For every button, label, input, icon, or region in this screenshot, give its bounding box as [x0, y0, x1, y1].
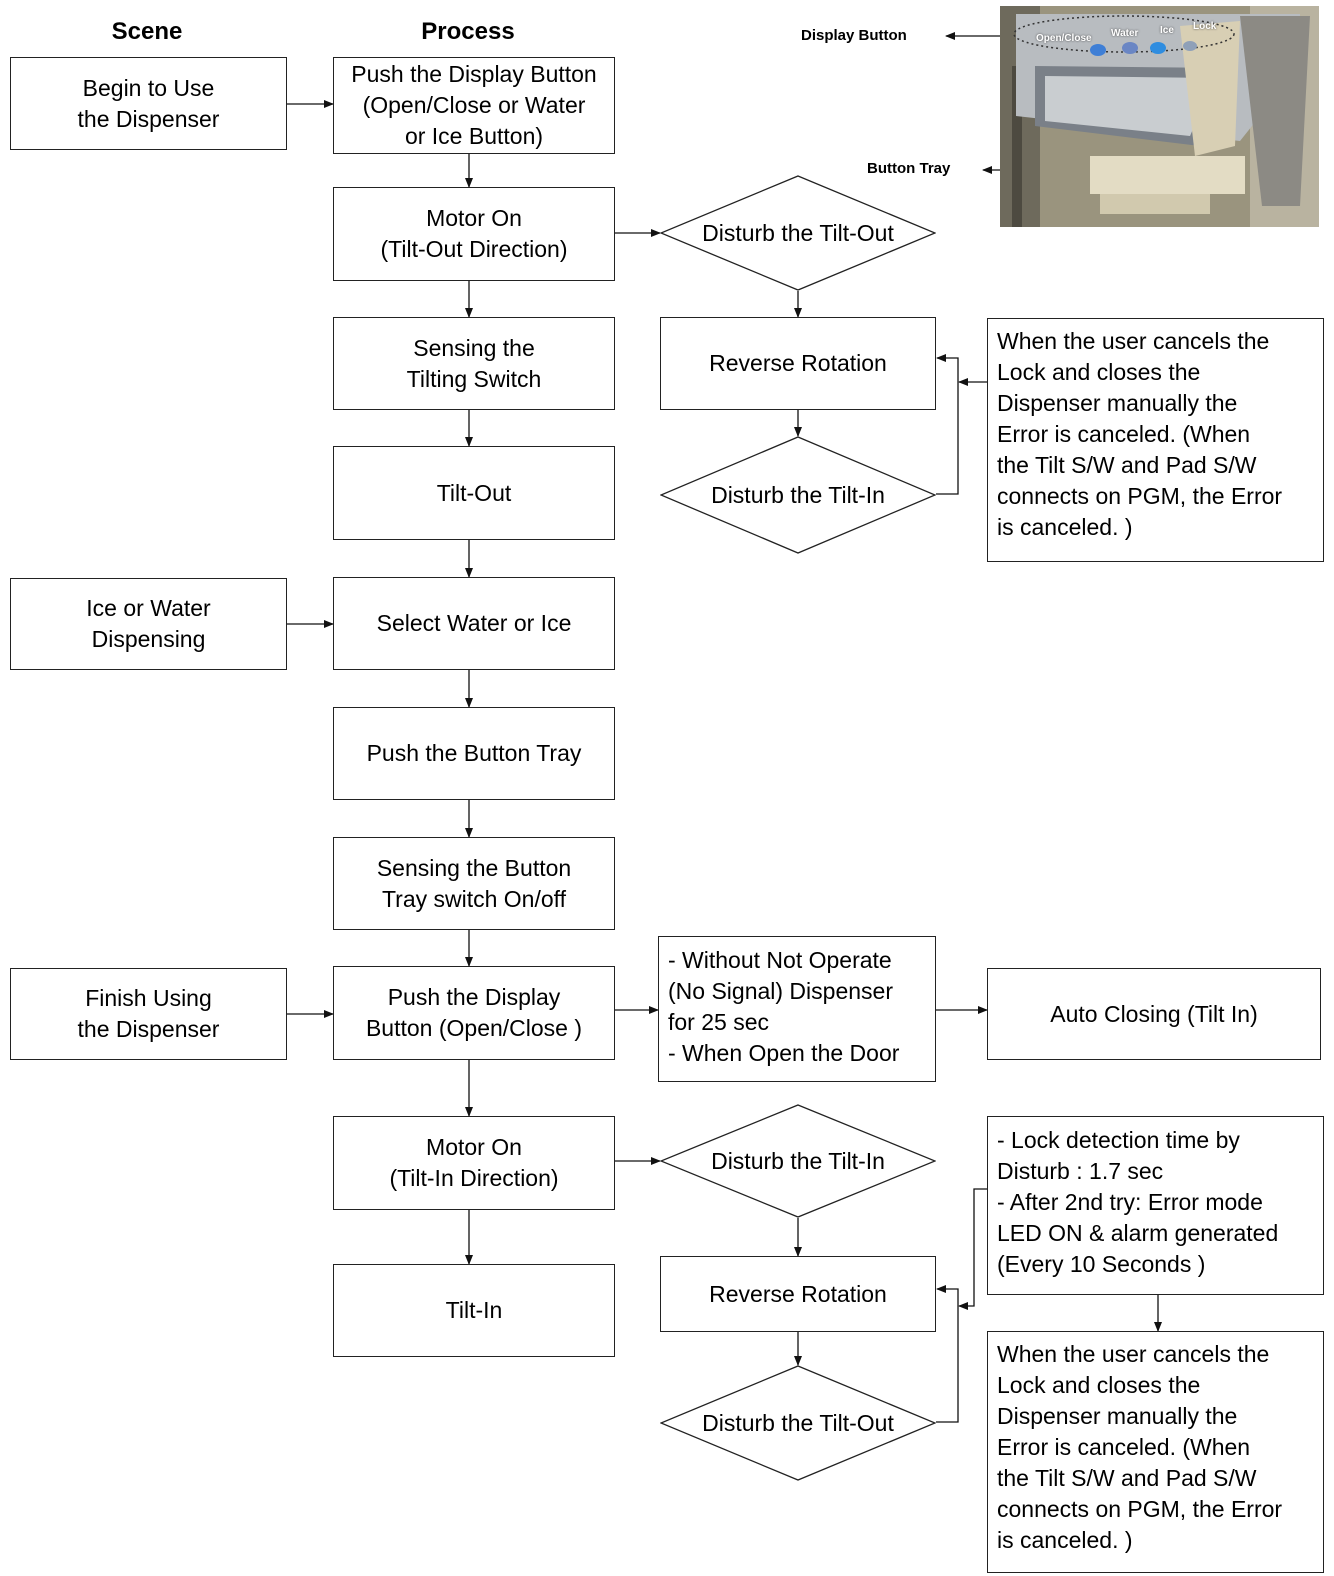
scene-heading: Scene: [111, 18, 183, 45]
photo-water-label: Water: [1111, 28, 1139, 39]
arrow-lock-note-to-loop: [958, 1188, 987, 1310]
upper-disturb-in-label: Disturb the Tilt-In: [711, 481, 885, 508]
arrow-disturb-in-loop: [936, 354, 959, 495]
upper-disturb-out-diamond: Disturb the Tilt-Out: [660, 175, 936, 291]
process-push-display-box: Push the Display Button (Open/Close or W…: [333, 57, 615, 154]
process-tilt-out-box: Tilt-Out: [333, 446, 615, 540]
process-heading: Process: [421, 18, 515, 45]
lower-lock-detection-note: - Lock detection time by Disturb : 1.7 s…: [987, 1116, 1324, 1295]
process-select-box: Select Water or Ice: [333, 577, 615, 670]
photo-lock-label: Lock: [1193, 21, 1217, 32]
upper-disturb-in-diamond: Disturb the Tilt-In: [660, 436, 936, 554]
lower-disturb-out-diamond: Disturb the Tilt-Out: [660, 1365, 936, 1481]
arrow-disturb-out-loop: [936, 1285, 959, 1423]
button-tray-label: Button Tray: [867, 160, 951, 177]
process-sensing-tray-box: Sensing the Button Tray switch On/off: [333, 837, 615, 930]
display-button-label: Display Button: [801, 27, 907, 44]
process-motor-out-box: Motor On (Tilt-Out Direction): [333, 187, 615, 281]
auto-conditions-box: - Without Not Operate (No Signal) Dispen…: [658, 936, 936, 1082]
process-push-tray-box: Push the Button Tray: [333, 707, 615, 800]
lower-cancel-note: When the user cancels the Lock and close…: [987, 1331, 1324, 1573]
process-push-display-close-box: Push the Display Button (Open/Close ): [333, 966, 615, 1060]
scene-begin-box: Begin to Use the Dispenser: [10, 57, 287, 150]
lower-reverse-box: Reverse Rotation: [660, 1256, 936, 1332]
scene-dispensing-box: Ice or Water Dispensing: [10, 578, 287, 670]
auto-closing-box: Auto Closing (Tilt In): [987, 968, 1321, 1060]
dispenser-illustration: [1000, 6, 1319, 227]
upper-disturb-out-label: Disturb the Tilt-Out: [702, 219, 894, 246]
upper-reverse-box: Reverse Rotation: [660, 317, 936, 410]
lower-disturb-in-diamond: Disturb the Tilt-In: [660, 1104, 936, 1218]
process-sensing-tilt-box: Sensing the Tilting Switch: [333, 317, 615, 410]
process-motor-in-box: Motor On (Tilt-In Direction): [333, 1116, 615, 1210]
upper-cancel-note: When the user cancels the Lock and close…: [987, 318, 1324, 562]
photo-open-close-label: Open/Close: [1036, 33, 1092, 44]
scene-finish-box: Finish Using the Dispenser: [10, 968, 287, 1060]
process-tilt-in-box: Tilt-In: [333, 1264, 615, 1357]
dispenser-photo: Open/Close Water Ice Lock: [1000, 6, 1319, 227]
lower-disturb-in-label: Disturb the Tilt-In: [711, 1147, 885, 1174]
photo-ice-label: Ice: [1160, 25, 1174, 36]
lower-disturb-out-label: Disturb the Tilt-Out: [702, 1409, 894, 1436]
